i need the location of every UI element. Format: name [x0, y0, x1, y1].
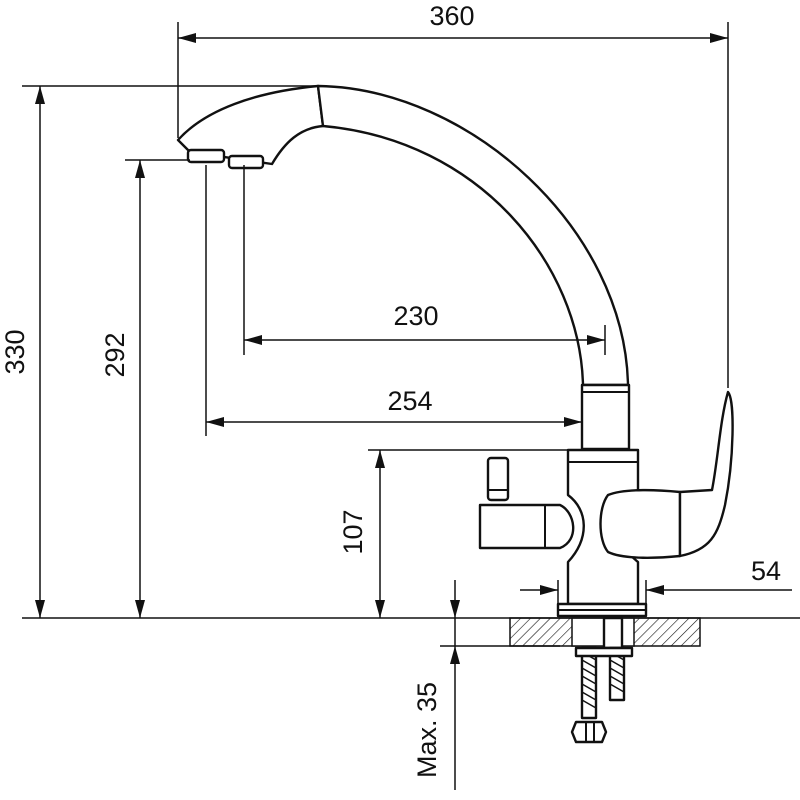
dim-360-label: 360: [429, 1, 474, 31]
hose-nut: [570, 720, 608, 744]
spout-collar: [580, 383, 631, 451]
dim-254-label: 254: [387, 386, 432, 416]
filter-lever-knob: [486, 456, 510, 502]
dim-107-label: 107: [338, 509, 368, 554]
mixer-cartridge: [599, 488, 682, 559]
filter-lever-arm: [478, 503, 575, 550]
faucet-outline: [176, 84, 734, 618]
dim-max35-label: Max. 35: [412, 682, 442, 778]
countertop-section: [509, 616, 701, 744]
dimension-lines: [22, 22, 800, 790]
dim-230-label: 230: [393, 301, 438, 331]
dim-54-label: 54: [751, 556, 781, 586]
dim-292-label: 292: [100, 332, 130, 377]
mixer-handle: [678, 390, 734, 558]
dim-330-label: 330: [0, 329, 30, 374]
aerator-right: [227, 154, 265, 170]
aerator-left: [186, 148, 226, 164]
